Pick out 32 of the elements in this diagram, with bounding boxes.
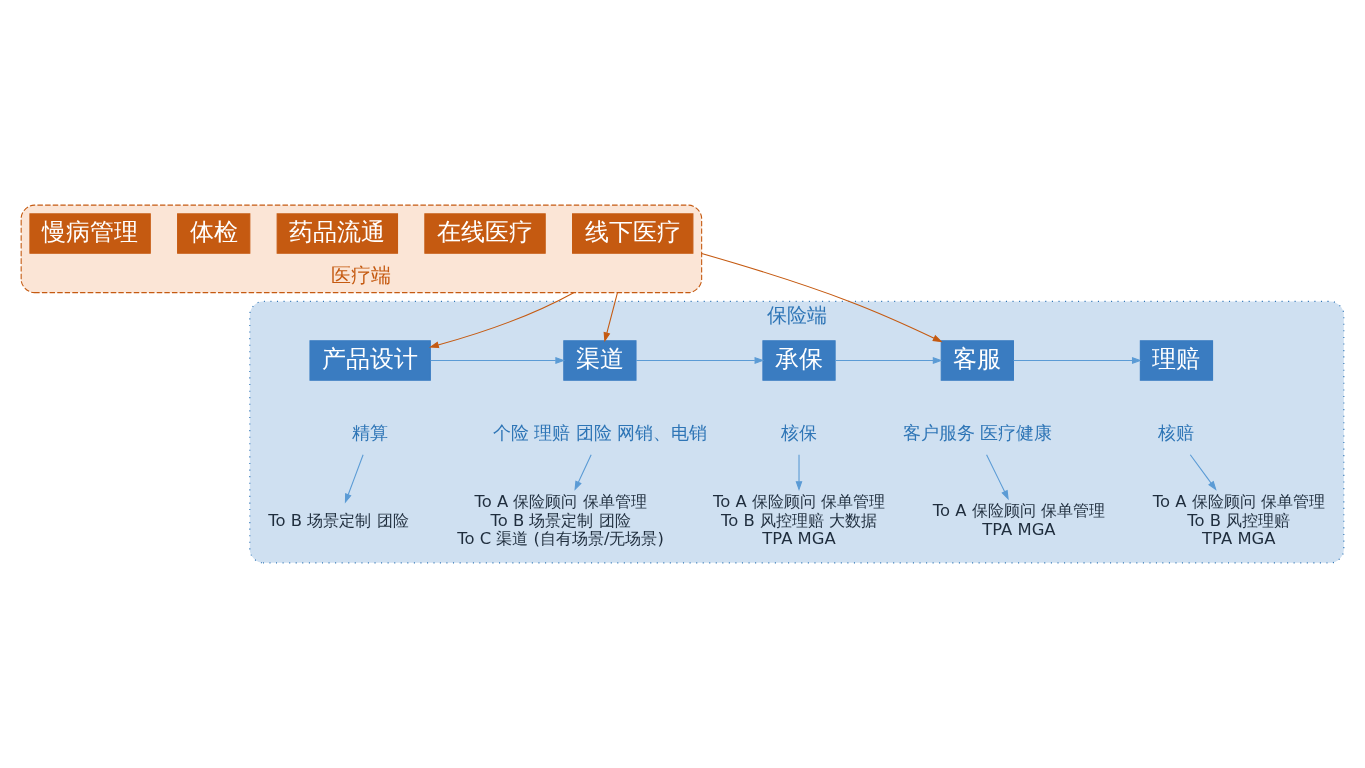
node-text: To A 保险顾问 保单管理 TPA MGA (932, 501, 1105, 539)
node-text: To A 保险顾问 保单管理 To B 场景定制 团险 To C 渠道 (自有场景/无场景) (457, 492, 664, 549)
node-text: 核赔 (1158, 423, 1195, 444)
node-box: 产品设计 (309, 340, 431, 381)
node-box: 理赔 (1139, 340, 1214, 381)
arrow (635, 357, 765, 364)
arrow (430, 357, 566, 364)
node-box: 线下医疗 (572, 213, 694, 254)
arrow (344, 454, 364, 504)
node-box: 药品流通 (276, 213, 399, 254)
arrow (701, 252, 943, 343)
arrow (1189, 454, 1217, 491)
node-text: 个险 理赔 团险 网销、电销 (492, 423, 708, 444)
arrow (795, 454, 803, 491)
arrow (603, 292, 618, 343)
arrow (1012, 357, 1142, 364)
node-box: 渠道 (563, 340, 637, 381)
arrow (429, 292, 575, 349)
arrow (834, 357, 943, 364)
node-box: 慢病管理 (29, 213, 151, 254)
arrow (574, 454, 592, 491)
node-box: 客服 (940, 340, 1014, 381)
node-text: 精算 (352, 423, 389, 444)
arrow (986, 454, 1009, 501)
node-text: To A 保险顾问 保单管理 To B 风控理赔 大数据 TPA MGA (712, 492, 886, 549)
node-box: 承保 (762, 340, 836, 381)
node-box: 在线医疗 (424, 213, 546, 254)
node-text: To A 保险顾问 保单管理 To B 风控理赔 TPA MGA (1152, 492, 1325, 549)
node-text: 客户服务 医疗健康 (902, 423, 1053, 444)
node-text: 核保 (781, 423, 818, 444)
node-text: To B 场景定制 团险 (268, 510, 409, 530)
node-box: 体检 (177, 213, 251, 254)
